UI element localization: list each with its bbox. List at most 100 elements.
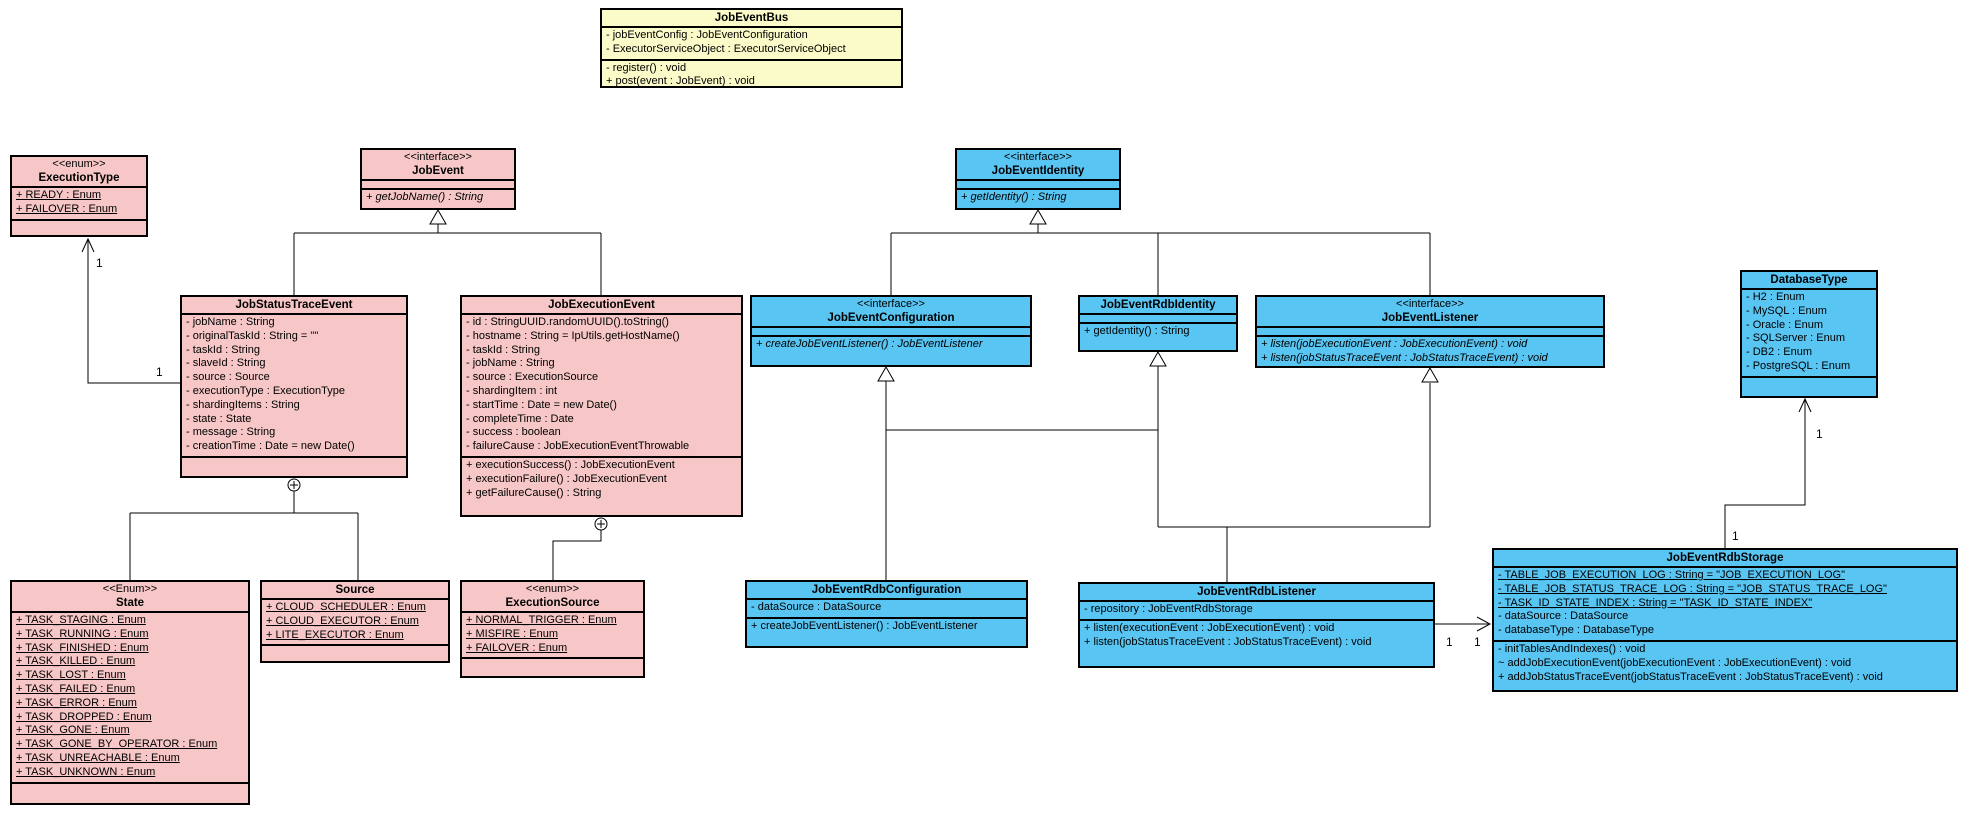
method: + getIdentity() : String [1084,325,1190,337]
class-stereotype: <<interface>> [1004,151,1072,163]
generalization-triangle-jobeventconfiguration [877,365,895,382]
class-title: JobEventRdbIdentity [1080,297,1236,313]
attribute: + TASK_RUNNING : Enum [16,627,149,640]
class-attributes-compartment: - H2 : Enum- MySQL : Enum- Oracle : Enum… [1742,288,1876,376]
attribute: - repository : JobEventRdbStorage [1084,603,1253,615]
class-name: JobStatusTraceEvent [235,299,353,311]
method: - register() : void [606,61,687,74]
class-job-event-rdb-listener: JobEventRdbListener- repository : JobEve… [1078,582,1435,668]
class-name: ExecutionType [38,172,120,184]
class-attributes-compartment: - dataSource : DataSource [747,598,1026,617]
class-title: JobStatusTraceEvent [182,297,406,313]
attribute: - SQLServer : Enum [1746,332,1846,345]
class-name: JobEventBus [714,12,789,24]
class-attributes-compartment [1257,326,1603,335]
class-database-type: DatabaseType- H2 : Enum- MySQL : Enum- O… [1740,270,1878,398]
class-name: JobExecutionEvent [548,299,655,311]
multiplicity-label: 1 [156,365,163,379]
class-name: Source [335,584,375,596]
class-methods-compartment: + createJobEventListener() : JobEventLis… [752,335,1030,365]
attribute: - TABLE_JOB_STATUS_TRACE_LOG : String = … [1498,582,1887,595]
class-title: JobEventRdbStorage [1494,550,1956,566]
class-stereotype: <<Enum>> [102,583,158,595]
class-job-event-configuration: <<interface>>JobEventConfiguration + crea… [750,295,1032,367]
attribute: + TASK_ERROR : Enum [16,696,137,709]
attribute: + TASK_FINISHED : Enum [16,641,149,654]
assoc-trace-executiontype [87,240,180,384]
attribute: - originalTaskId : String = "" [186,329,319,342]
attribute: - jobName : String [466,357,555,370]
class-job-event-rdb-configuration: JobEventRdbConfiguration - dataSource : D… [745,580,1028,648]
class-attributes-compartment [362,179,514,188]
class-title: DatabaseType [1742,272,1876,288]
class-attributes-compartment: + TASK_STAGING : Enum+ TASK_RUNNING : En… [12,611,248,782]
class-methods-compartment [12,781,248,803]
method: + executionSuccess() : JobExecutionEvent [466,458,675,471]
class-title: <<Enum>>State [12,582,248,611]
attribute: + READY : Enum [16,189,102,201]
class-attributes-compartment [1080,313,1236,322]
class-methods-compartment: - initTablesAndIndexes() : void~ addJobE… [1494,639,1956,690]
generalization-triangle-jobeventlistener [1421,366,1439,383]
class-methods-compartment [12,218,146,235]
class-methods-compartment: + listen(executionEvent : JobExecutionEv… [1080,618,1433,666]
class-title: <<enum>> ExecutionType [12,157,146,186]
attribute: + TASK_DROPPED : Enum [16,710,152,723]
method: + listen(executionEvent : JobExecutionEv… [1084,621,1335,634]
attribute: + TASK_UNKNOWN : Enum [16,765,156,778]
class-methods-compartment: + executionSuccess() : JobExecutionEvent… [462,455,741,515]
class-source: Source + CLOUD_SCHEDULER : Enum+ CLOUD_EX… [260,580,450,663]
method: + createJobEventListener() : JobEventLis… [751,619,978,632]
attribute: - hostname : String = IpUtils.getHostNam… [466,329,680,342]
class-name: JobEventRdbConfiguration [811,584,962,596]
attribute: - source : Source [186,371,270,384]
attribute: + TASK_LOST : Enum [16,669,126,682]
attribute: - source : ExecutionSource [466,371,599,384]
class-name: JobEventIdentity [991,165,1085,177]
open-arrow-to-executiontype [81,237,95,253]
class-methods-compartment [1742,375,1876,396]
class-job-event-rdb-storage: JobEventRdbStorage - TABLE_JOB_EXECUTION_… [1492,548,1958,692]
attribute: - executionType : ExecutionType [186,384,345,397]
class-methods-compartment: + createJobEventListener() : JobEventLis… [747,616,1026,646]
attribute: - PostgreSQL : Enum [1746,359,1851,372]
attribute: - TASK_ID_STATE_INDEX : String = "TASK_I… [1498,596,1813,609]
method: + listen(jobStatusTraceEvent : JobStatus… [1261,351,1548,364]
class-methods-compartment: + getIdentity() : String [1080,322,1236,350]
class-title: <<interface>>JobEventConfiguration [752,297,1030,326]
attribute: + TASK_KILLED : Enum [16,655,136,668]
attribute: - TABLE_JOB_EXECUTION_LOG : String = "JO… [1498,569,1845,581]
method: + listen(jobExecutionEvent : JobExecutio… [1261,338,1528,350]
class-stereotype: <<enum>> [52,158,106,170]
attribute: + CLOUD_SCHEDULER : Enum [266,601,426,613]
attribute: - slaveId : String [186,357,266,370]
class-title: <<interface>>JobEventListener [1257,297,1603,326]
class-attributes-compartment: - jobEventConfig : JobEventConfiguration… [602,26,901,59]
class-attributes-compartment: + CLOUD_SCHEDULER : Enum+ CLOUD_EXECUTOR… [262,598,448,644]
method: + executionFailure() : JobExecutionEvent [466,472,667,485]
class-job-event-identity: <<interface>>JobEventIdentity+ getIdenti… [955,148,1121,210]
attribute: + TASK_FAILED : Enum [16,682,136,695]
class-title: Source [262,582,448,598]
class-name: ExecutionSource [505,597,600,609]
class-job-execution-event: JobExecutionEvent - id : StringUUID.rando… [460,295,743,517]
class-stereotype: <<enum>> [525,583,580,595]
method: + listen(jobStatusTraceEvent : JobStatus… [1084,635,1372,648]
class-attributes-compartment: - repository : JobEventRdbStorage [1080,600,1433,619]
method: + getFailureCause() : String [466,486,602,499]
attribute: - jobName : String [186,316,275,328]
attribute: - message : String [186,426,276,439]
class-name: JobEventConfiguration [827,312,955,324]
class-methods-compartment: + getJobName() : String [362,188,514,208]
nest-executionsource-drop [552,530,602,580]
generalization-triangle-jobevent [429,208,447,225]
class-title: <<interface>> JobEventIdentity [957,150,1119,179]
attribute: - shardingItems : String [186,398,300,411]
class-state: <<Enum>>State+ TASK_STAGING : Enum+ TASK… [10,580,250,805]
attribute: - H2 : Enum [1746,291,1805,303]
method: + addJobStatusTraceEvent(jobStatusTraceE… [1498,670,1883,683]
class-name: JobEvent [412,165,464,177]
multiplicity-label: 1 [1816,427,1823,441]
attribute: - id : StringUUID.randomUUID().toString(… [466,316,669,328]
